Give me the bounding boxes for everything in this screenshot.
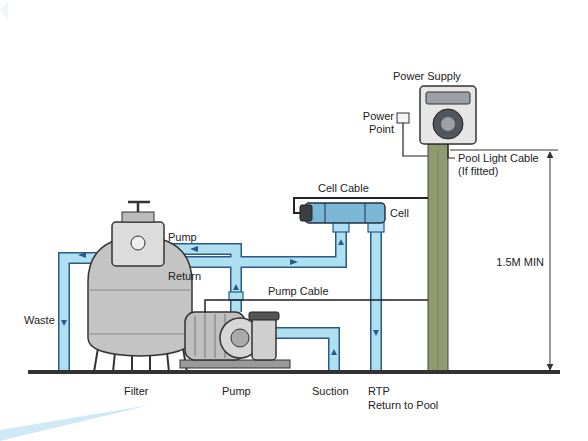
sand-filter [88,202,192,372]
decor-streak [0,2,8,20]
pipe-label: Return [168,270,218,283]
unit-label: Power Supply [393,70,483,83]
pipework [64,224,376,372]
pool-pump [180,312,290,368]
pipe-label: Pump [168,231,218,244]
part-label: Return to Pool [368,399,458,412]
cable-label: Cell Cable [318,182,398,195]
salt-cell [300,203,385,223]
mounting-post [428,144,448,372]
decor-streak [0,405,150,441]
part-label: Filter [124,385,174,398]
post-shade [438,150,439,372]
power-outlet [397,113,409,123]
ground-line [28,370,560,374]
part-label: Cell [390,207,430,220]
dimension-tick [450,150,558,151]
cable-label: Pump Cable [268,285,348,298]
part-label: Pool Light Cable (If fitted) [458,152,542,178]
power-supply-unit [420,86,476,144]
light-cable-wire [448,144,455,158]
dimension-line [550,152,551,370]
dimension-label: 1.5M MIN [490,256,544,269]
pipe-label: Waste [24,314,64,327]
part-label: Pump [222,385,272,398]
pump-cable-wire [205,300,428,313]
power-lead [403,123,428,156]
part-label: Suction [312,385,362,398]
part-label: RTP [368,385,408,398]
part-label: Power Point [352,110,394,136]
